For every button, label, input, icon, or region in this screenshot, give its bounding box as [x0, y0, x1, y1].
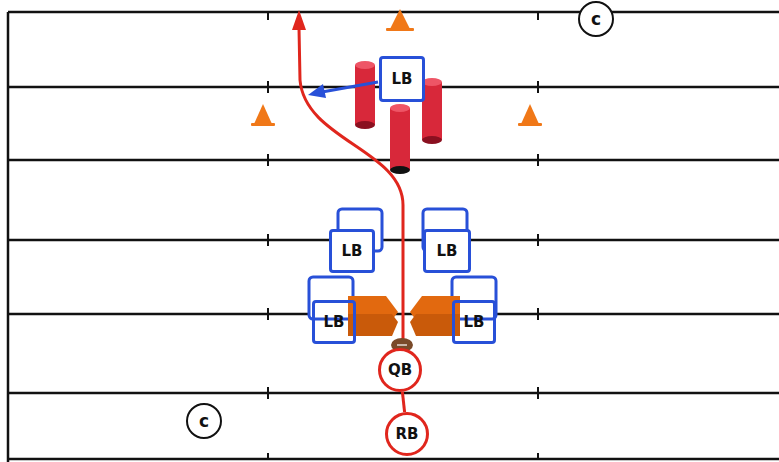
position-label: c [591, 11, 601, 28]
position-label: LB [392, 72, 413, 87]
position-label: LB [437, 244, 458, 259]
coach-circle: c [186, 403, 222, 439]
position-label: c [199, 413, 209, 430]
linebacker-box: LB [329, 229, 375, 273]
position-label: RB [396, 427, 419, 442]
coach-circle: c [578, 1, 614, 37]
position-label: LB [324, 315, 345, 330]
linebacker-box: LB [423, 229, 471, 273]
linebacker-box: LB [379, 56, 425, 102]
linebacker-box: LB [312, 300, 356, 344]
position-label: LB [464, 315, 485, 330]
position-label: LB [342, 244, 363, 259]
run-path [402, 392, 404, 412]
player-circle: QB [378, 348, 422, 392]
position-label: QB [388, 363, 412, 378]
player-circle: RB [385, 412, 429, 456]
linebacker-box: LB [452, 300, 496, 344]
